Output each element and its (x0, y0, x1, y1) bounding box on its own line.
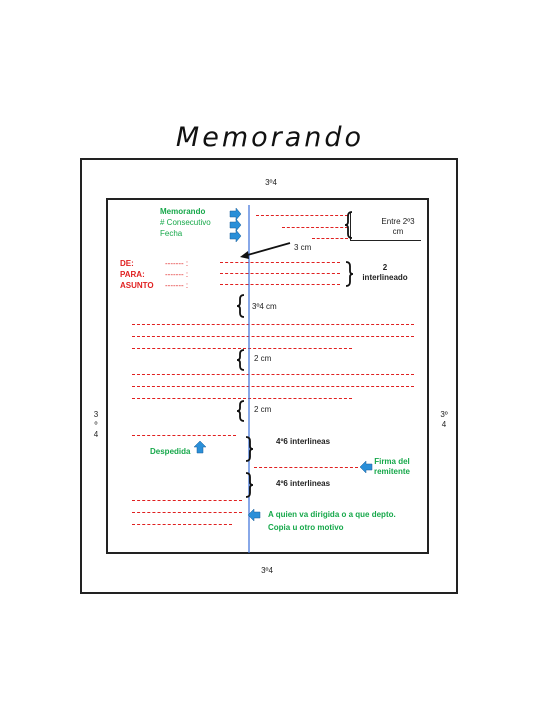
pointer-arrow (243, 242, 291, 257)
tres-cm-note: 3 cm (294, 243, 312, 252)
dash-line (132, 500, 242, 501)
tres-cuatro-cm-note: 3º4 cm (252, 302, 277, 311)
despedida-label: Despedida (150, 447, 191, 456)
cuatro-seis-note-2: 4º6 interlineas (276, 479, 331, 488)
asunto-dots: ------- : (165, 281, 189, 290)
para-label: PARA: (120, 270, 145, 279)
dash-line (132, 348, 352, 349)
inner-content-frame (106, 198, 429, 554)
fecha-label: Fecha (160, 229, 183, 238)
cuatro-seis-note-1: 4º6 interlineas (276, 437, 331, 446)
dash-line (254, 467, 358, 468)
dos-cm-note-1: 2 cm (254, 354, 272, 363)
para-dots: ------- : (165, 270, 189, 279)
dash-line (132, 524, 232, 525)
dash-line (220, 262, 340, 263)
brace-icon (236, 211, 354, 498)
page-title: Memorando (175, 122, 365, 153)
de-dots: ------- : (165, 259, 189, 268)
dash-line (132, 324, 414, 325)
consecutivo-label: # Consecutivo (160, 218, 211, 227)
right-arrow-icon (229, 207, 242, 243)
top-margin-label: 3º4 (265, 178, 277, 187)
bottom-margin-label: 3º4 (261, 566, 273, 575)
dash-line (220, 284, 340, 285)
note-box (350, 212, 421, 241)
dash-line (132, 398, 352, 399)
asunto-label: ASUNTO (120, 281, 154, 290)
pointer-arrowhead (240, 251, 249, 259)
dos-cm-note-2: 2 cm (254, 405, 272, 414)
memorando-label: Memorando (160, 207, 206, 216)
up-arrow-icon (193, 440, 207, 454)
left-arrow-icon (247, 508, 261, 522)
dash-line (132, 386, 414, 387)
de-label: DE: (120, 259, 134, 268)
dash-line (282, 227, 348, 228)
dash-line (220, 273, 340, 274)
dirigida-label: A quien va dirigida o a que depto.Copia … (268, 510, 396, 532)
dash-line (312, 238, 348, 239)
dash-line (256, 215, 348, 216)
outer-page-frame (80, 158, 458, 594)
dash-line (132, 374, 414, 375)
dash-line (132, 512, 242, 513)
left-arrow-icon (359, 460, 373, 474)
dash-line (132, 336, 414, 337)
dash-line (132, 435, 236, 436)
